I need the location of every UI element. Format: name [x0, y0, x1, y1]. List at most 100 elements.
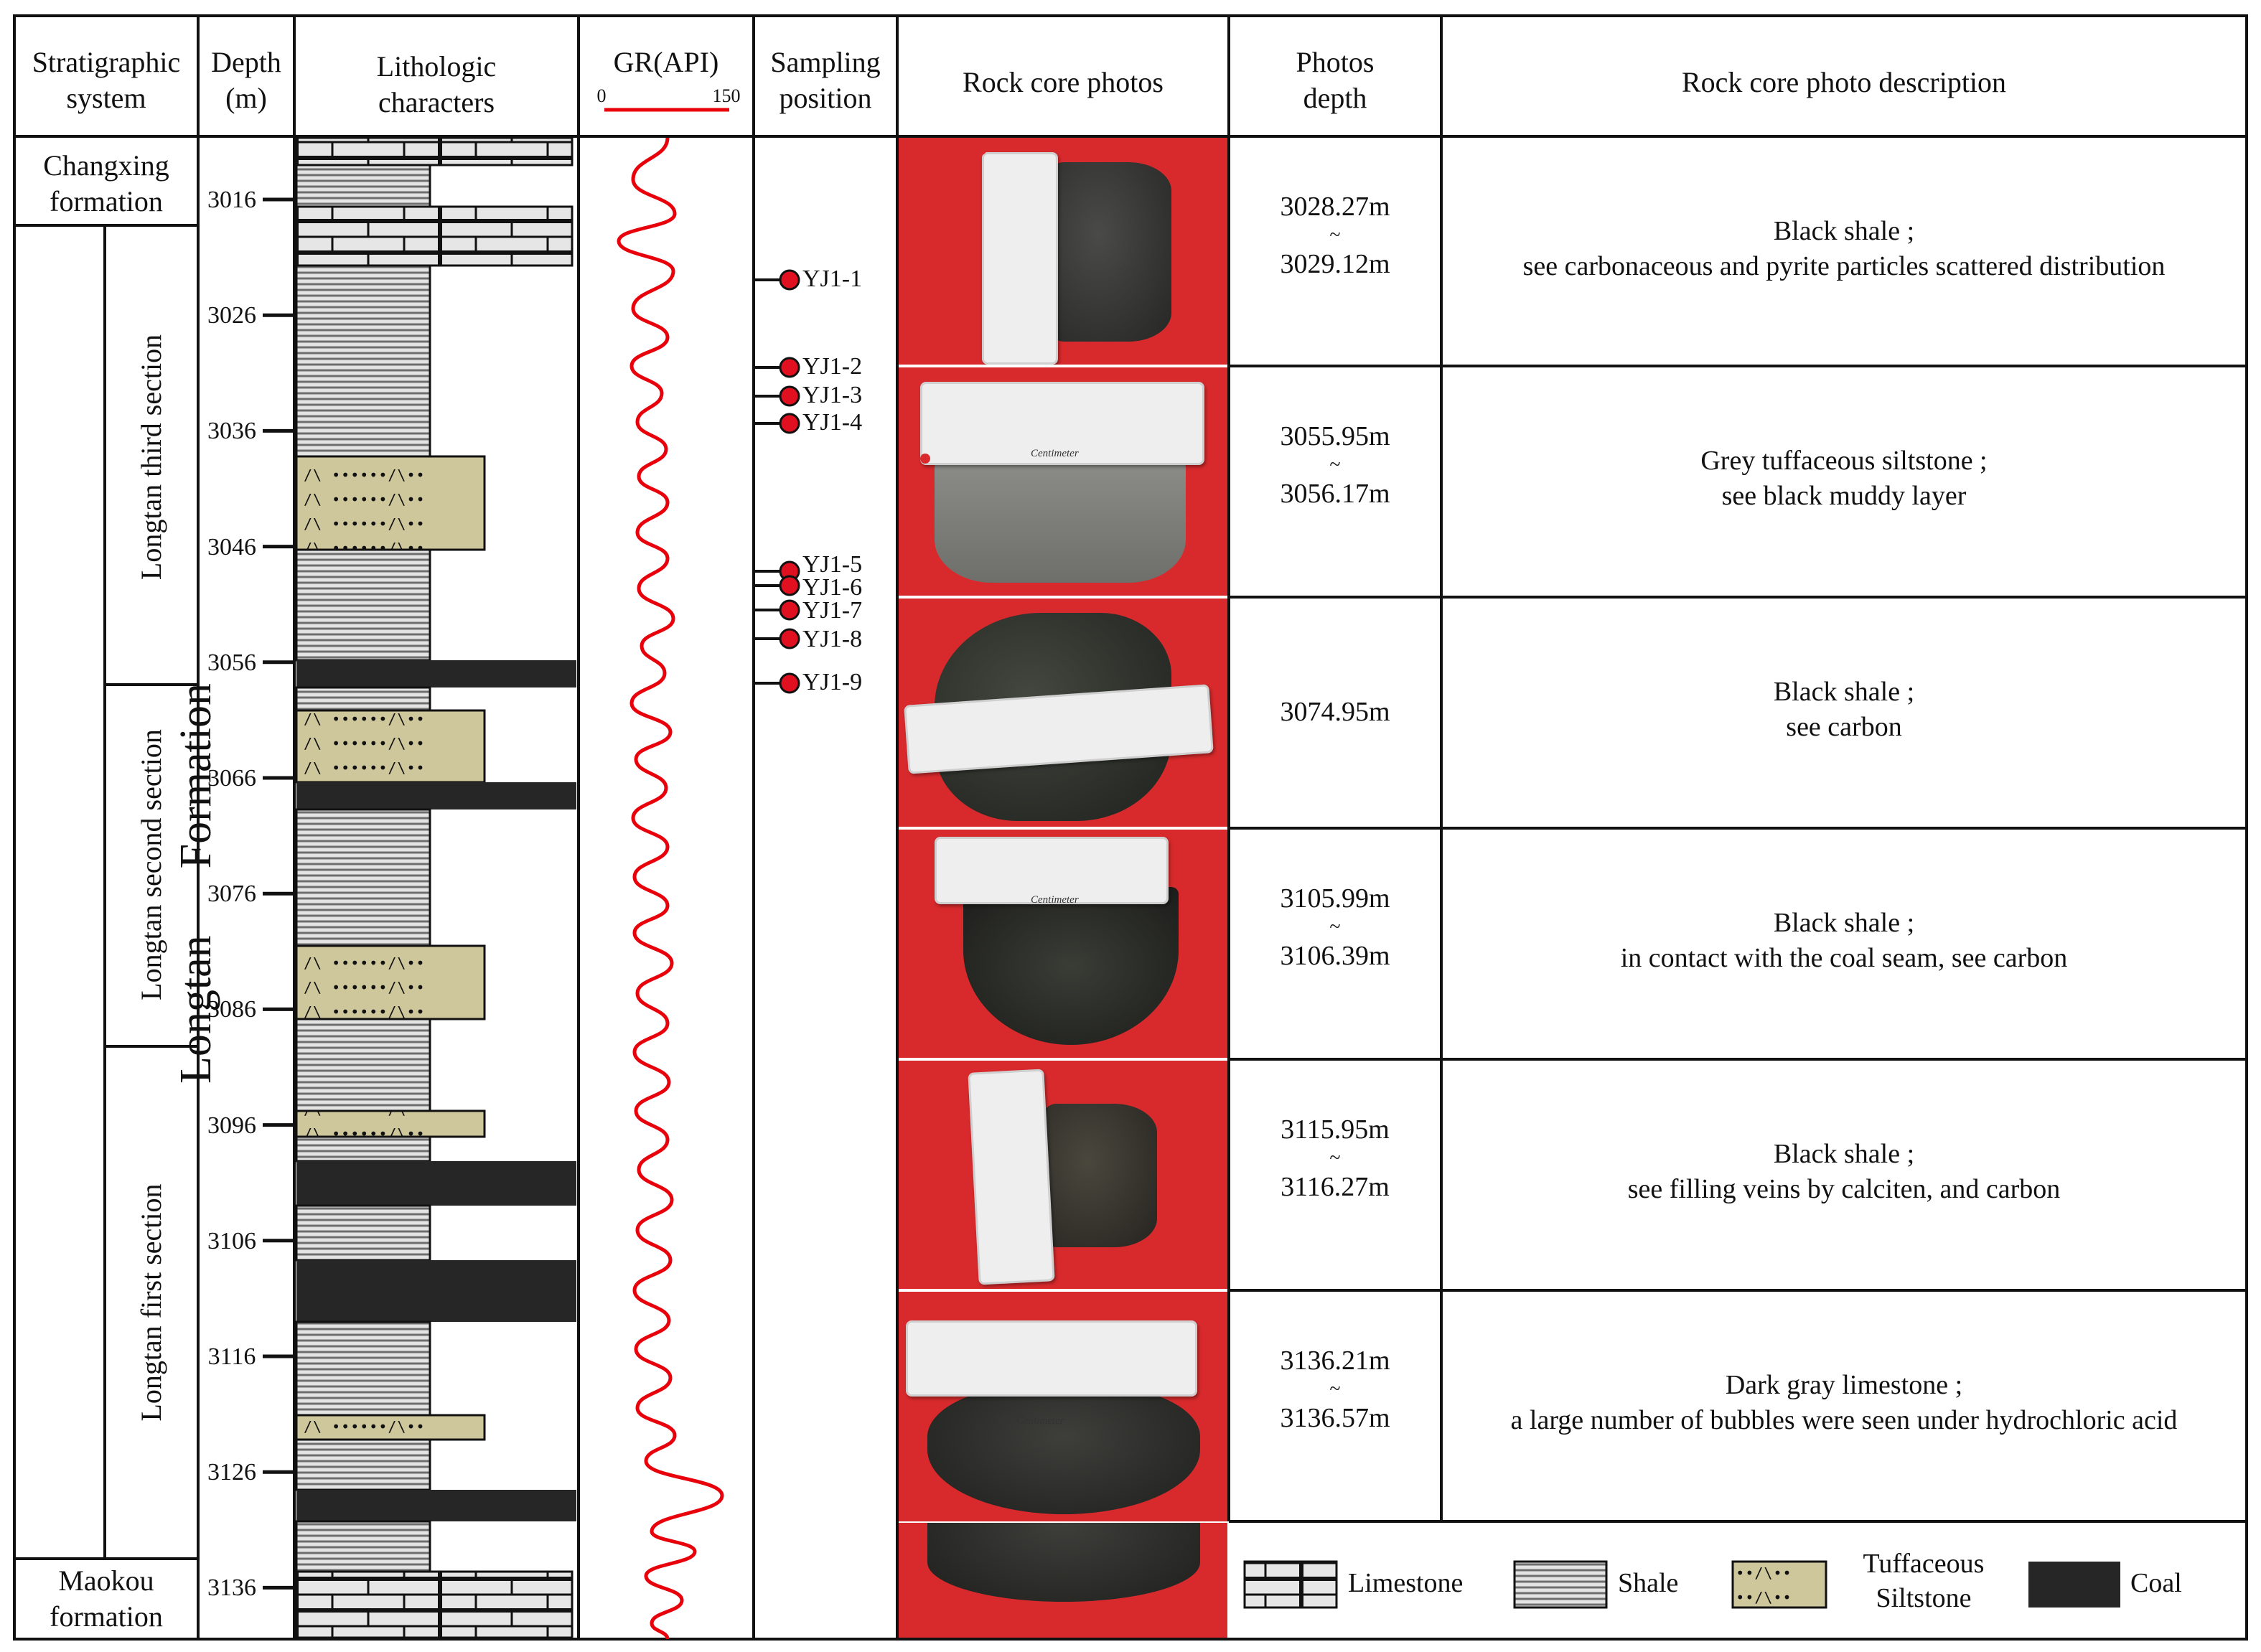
sample-label: YJ1-6 — [802, 574, 863, 601]
legend-limestone-label: Limestone — [1348, 1568, 1464, 1598]
photo-depth-3: 3074.95m — [1229, 695, 1441, 730]
photo-depth-top: 3028.27m — [1280, 192, 1390, 222]
sample-dot — [779, 269, 800, 291]
photo-description-1: Black shale ;see carbonaceous and pyrite… — [1441, 214, 2247, 285]
description-line-2: see carbon — [1786, 712, 1902, 743]
photo-depth-tilde: ~ — [1329, 454, 1341, 477]
photo-depth-tilde: ~ — [1329, 224, 1341, 247]
description-line-2: see black muddy layer — [1721, 481, 1967, 512]
description-line-2: in contact with the coal seam, see carbo… — [1620, 943, 2068, 974]
gr-min-label: 0 — [596, 85, 607, 106]
depth-tick-label: 3036 — [207, 418, 256, 445]
photo-description-4: Black shale ; in contact with the coal se… — [1441, 906, 2247, 977]
header-stratigraphic-system: Stratigraphic system — [32, 46, 181, 114]
sample-dot — [779, 628, 800, 649]
litho-shale-layer — [295, 1135, 431, 1163]
photo-depth-top: 3105.99m — [1280, 883, 1390, 914]
description-line-2: a large number of bubbles were seen unde… — [1510, 1405, 2178, 1436]
depth-tick-label: 3106 — [207, 1227, 256, 1254]
sample-dot — [779, 599, 800, 621]
litho-shale-layer — [295, 1018, 431, 1112]
litho-shale-layer — [295, 164, 431, 208]
depth-tick-label: 3046 — [207, 533, 256, 560]
depth-tick-label: 3026 — [207, 302, 256, 329]
litho-tuff-layer — [295, 455, 486, 551]
header-depth: Depth (m) — [211, 46, 281, 114]
photo-description-5: Black shale ; see filling veins by calcit… — [1441, 1137, 2247, 1208]
header-photos-depth: Photos depth — [1296, 46, 1375, 114]
photo-depth-top: 3136.21m — [1280, 1346, 1390, 1376]
litho-shale-layer — [295, 686, 431, 712]
sample-label: YJ1-9 — [802, 669, 863, 695]
depth-tick-label: 3056 — [207, 649, 256, 676]
litho-shale-layer — [295, 1438, 431, 1491]
table-frame — [13, 14, 2248, 1641]
sample-label: YJ1-8 — [802, 626, 863, 652]
core-photo-3 — [899, 599, 1227, 827]
photo-description-3: Black shale ;see carbon — [1441, 675, 2247, 746]
legend-shale-symbol — [1513, 1560, 1608, 1609]
legend-tuff-label: Tuffaceous Siltstone — [1863, 1549, 1985, 1613]
description-line-1: Black shale ; — [1773, 908, 1915, 938]
photo-depth-bottom: 3029.12m — [1280, 249, 1390, 280]
header-gr: GR(API) — [613, 46, 719, 78]
depth-tick-label: 3096 — [207, 1112, 256, 1139]
lithology-column — [295, 136, 576, 1639]
sample-dot — [779, 385, 800, 407]
photo-depth-bottom: 3106.39m — [1280, 941, 1390, 972]
depth-tick-label: 3086 — [207, 996, 256, 1023]
core-photo-1 — [899, 138, 1227, 365]
photo-depth-2: 3055.95m ~3056.17m — [1229, 419, 1441, 512]
scale-label-4: Centimeter — [1031, 894, 1079, 906]
scale-label-3: Centimeter — [1016, 765, 1064, 776]
core-photo-4 — [899, 830, 1227, 1058]
sample-dot — [779, 357, 800, 378]
litho-coal-layer — [296, 660, 576, 687]
litho-coal-layer — [296, 1490, 576, 1521]
litho-shale-layer — [295, 548, 431, 662]
litho-tuff-layer — [295, 709, 486, 784]
litho-shale-layer — [295, 1520, 431, 1573]
depth-tick-label: 3076 — [207, 881, 256, 908]
litho-shale-layer — [295, 264, 431, 458]
legend — [1243, 1560, 2120, 1609]
depth-tick-label: 3126 — [207, 1459, 256, 1486]
legend-shale-label: Shale — [1618, 1568, 1679, 1598]
legend-coal-label: Coal — [2130, 1568, 2182, 1598]
legend-limestone-symbol — [1243, 1560, 1338, 1609]
photo-depth-tilde: ~ — [1329, 916, 1341, 939]
photo-depth-bottom: 3116.27m — [1281, 1172, 1390, 1203]
scale-label-2: Centimeter — [1031, 448, 1079, 459]
core-photo-2 — [899, 367, 1227, 596]
litho-shale-layer — [295, 1204, 431, 1262]
photo-depth-6: 3136.21m~3136.57m — [1229, 1343, 1441, 1437]
photo-depth-top: 3115.95m — [1281, 1114, 1390, 1145]
core-photo-5 — [899, 1061, 1227, 1289]
photo-depth-4: 3105.99m~3106.39m — [1229, 881, 1441, 975]
description-line-1: Grey tuffaceous siltstone ; — [1700, 446, 1988, 476]
litho-shale-layer — [295, 1320, 431, 1417]
description-line-2: see filling veins by calciten, and carbo… — [1627, 1174, 2061, 1205]
description-line-1: Black shale ; — [1773, 1139, 1915, 1169]
description-line-1: Dark gray limestone ; — [1725, 1370, 1963, 1400]
core-photo-6-lower — [899, 1523, 1227, 1638]
photo-depth-bottom: 3136.57m — [1280, 1403, 1390, 1434]
litho-lime-layer — [295, 205, 574, 267]
sample-dot — [779, 672, 800, 694]
description-line-1: Black shale ; — [1773, 216, 1915, 246]
photo-depth-top: 3055.95m — [1280, 421, 1390, 451]
gr-max-label: 150 — [712, 85, 741, 106]
sample-dot — [779, 575, 800, 596]
longtan-third-section-label: Longtan third section — [135, 334, 167, 581]
maokou-formation-label: Maokou formation — [50, 1564, 163, 1633]
photo-description-2: Grey tuffaceous siltstone ; see black mud… — [1441, 443, 2247, 515]
header-sampling-position: Sampling position — [770, 46, 881, 114]
litho-coal-layer — [296, 1260, 576, 1322]
litho-shale-layer — [295, 808, 431, 947]
photo-depth-bottom: 3056.17m — [1280, 479, 1390, 510]
litho-lime-layer — [295, 1570, 574, 1639]
sample-label: YJ1-7 — [802, 597, 863, 624]
depth-tick-label: 3136 — [207, 1574, 256, 1602]
sampling-markers — [754, 269, 800, 694]
